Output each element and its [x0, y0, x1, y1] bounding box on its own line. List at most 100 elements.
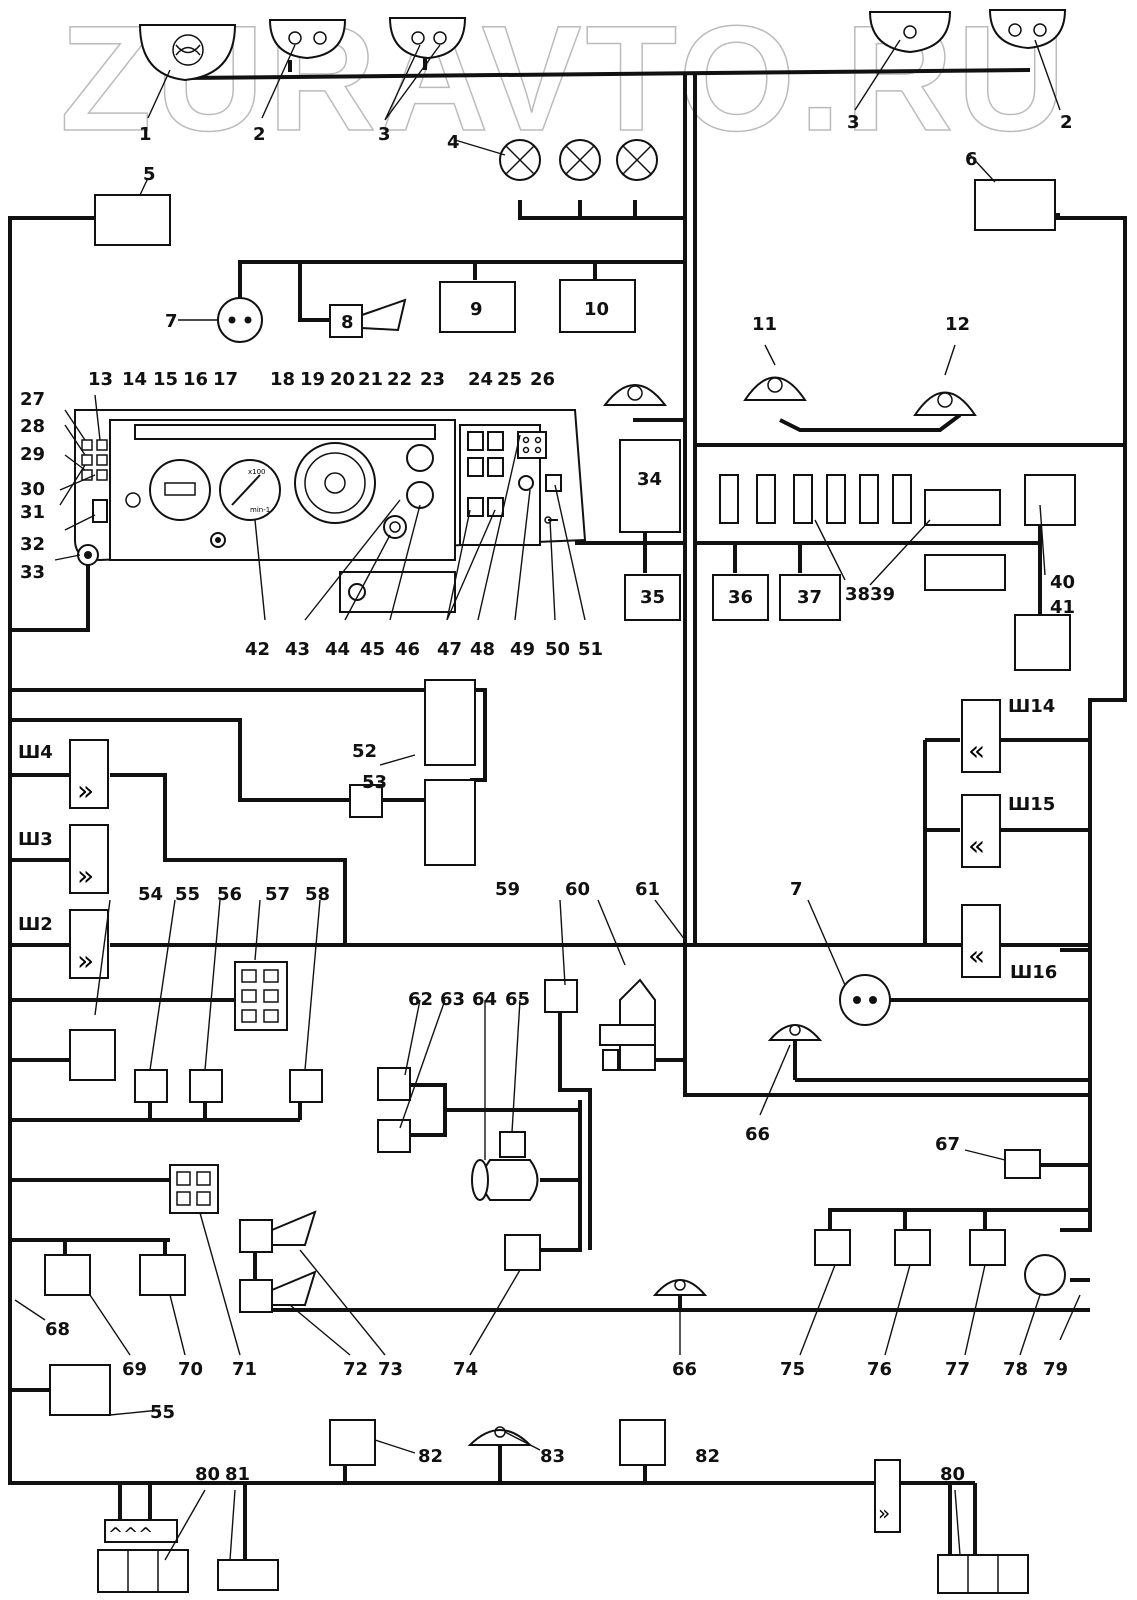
connector-sh14: «	[961, 699, 1001, 773]
socket-7-top	[217, 297, 263, 343]
label-8: 8	[341, 312, 354, 333]
dashboard: x100 min-1	[74, 409, 587, 613]
relay-row-38	[719, 474, 912, 524]
connector-sh15: «	[961, 794, 1001, 868]
label-59: 59	[495, 879, 520, 900]
main-harness	[8, 50, 1127, 1560]
label-68: 68	[45, 1319, 70, 1340]
label-70: 70	[178, 1359, 203, 1380]
label-23: 23	[420, 369, 445, 390]
label-42: 42	[245, 639, 270, 660]
lamp-2-left	[268, 19, 347, 60]
label-74: 74	[453, 1359, 478, 1380]
label-62: 62	[408, 989, 433, 1010]
mass-switch-52	[349, 784, 383, 818]
label-46: 46	[395, 639, 420, 660]
leader-lines	[14, 39, 1081, 1561]
label-82-left: 82	[418, 1446, 443, 1467]
generator-64	[471, 1159, 539, 1201]
tach-unit: min-1	[250, 506, 270, 514]
label-2-left: 2	[253, 124, 266, 145]
socket-7-right	[839, 974, 891, 1026]
label-83: 83	[540, 1446, 565, 1467]
label-24: 24	[468, 369, 493, 390]
svg-text:»: »	[77, 944, 94, 977]
label-32: 32	[20, 534, 45, 555]
label-sh4: Ш4	[18, 742, 53, 763]
lamp-83	[467, 1426, 533, 1446]
lamp-80-left	[97, 1549, 189, 1593]
label-43: 43	[285, 639, 310, 660]
box-59	[544, 979, 578, 1013]
label-44: 44	[325, 639, 350, 660]
lamps-4	[499, 139, 658, 181]
box-54	[69, 1029, 116, 1081]
label-47: 47	[437, 639, 462, 660]
label-80-right: 80	[940, 1464, 965, 1485]
box-35	[624, 574, 681, 621]
label-19: 19	[300, 369, 325, 390]
svg-text:»: »	[878, 1501, 890, 1525]
label-16: 16	[183, 369, 208, 390]
label-10: 10	[584, 299, 609, 320]
box-75	[814, 1229, 851, 1266]
box-40	[1024, 474, 1076, 526]
box-55-upper	[134, 1069, 168, 1103]
label-36: 36	[728, 587, 753, 608]
box-41	[1014, 614, 1071, 671]
label-81: 81	[225, 1464, 250, 1485]
label-sh3: Ш3	[18, 829, 53, 850]
label-80-left: 80	[195, 1464, 220, 1485]
lamp-80-right	[937, 1554, 1029, 1594]
fuse-block-71	[169, 1164, 219, 1214]
svg-text:«: «	[968, 734, 985, 767]
label-3-right: 3	[847, 112, 860, 133]
box-39-bottom	[924, 554, 1006, 591]
label-73: 73	[378, 1359, 403, 1380]
label-1: 1	[139, 124, 152, 145]
label-18: 18	[270, 369, 295, 390]
label-48: 48	[470, 639, 495, 660]
label-54: 54	[138, 884, 163, 905]
label-15: 15	[153, 369, 178, 390]
label-13: 13	[88, 369, 113, 390]
label-9: 9	[470, 299, 483, 320]
label-82-right: 82	[695, 1446, 720, 1467]
label-31: 31	[20, 502, 45, 523]
label-65: 65	[505, 989, 530, 1010]
box-69	[44, 1254, 91, 1296]
label-4: 4	[447, 132, 460, 153]
label-71: 71	[232, 1359, 257, 1380]
lamp-2-right	[988, 9, 1067, 50]
lamp-3-left	[388, 17, 467, 60]
label-33: 33	[20, 562, 45, 583]
lamp-66-upper	[767, 1024, 823, 1041]
label-27: 27	[20, 389, 45, 410]
label-30: 30	[20, 479, 45, 500]
svg-text:^^^: ^^^	[108, 1524, 153, 1545]
label-2-right: 2	[1060, 112, 1073, 133]
label-29: 29	[20, 444, 45, 465]
label-34: 34	[637, 469, 662, 490]
label-45: 45	[360, 639, 385, 660]
box-36	[712, 574, 769, 621]
box-55-lower	[49, 1364, 111, 1416]
connector-sh16: «	[961, 904, 1001, 978]
label-66-lower: 66	[672, 1359, 697, 1380]
label-69: 69	[122, 1359, 147, 1380]
label-39: 39	[870, 584, 895, 605]
lamp-3-right	[868, 11, 952, 54]
label-53: 53	[362, 772, 387, 793]
label-75: 75	[780, 1359, 805, 1380]
label-sh14: Ш14	[1008, 696, 1055, 717]
label-51: 51	[578, 639, 603, 660]
tach-scale: x100	[248, 468, 266, 476]
label-25: 25	[497, 369, 522, 390]
connector-rear-right: »	[874, 1459, 901, 1533]
label-55-upper: 55	[175, 884, 200, 905]
label-26: 26	[530, 369, 555, 390]
lamp-dome-a	[602, 384, 668, 406]
label-14: 14	[122, 369, 147, 390]
label-7-top: 7	[165, 311, 178, 332]
